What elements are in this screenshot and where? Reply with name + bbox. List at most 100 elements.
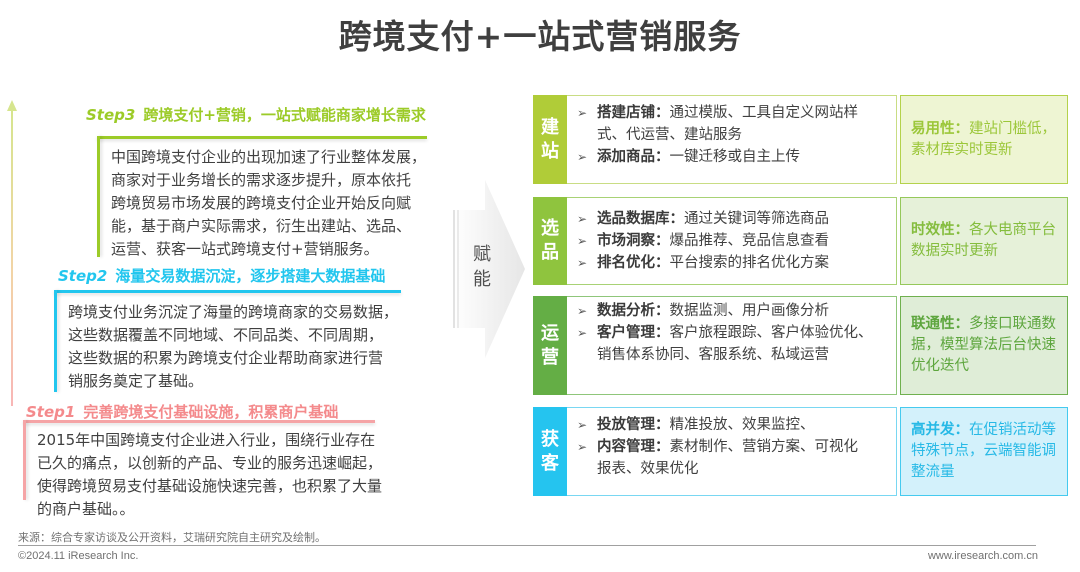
service-item: ➢ 数据分析：数据监测、用户画像分析 — [577, 300, 890, 322]
feature-box: 联通性：多接口联通数据，模型算法后台快速优化迭代 — [900, 296, 1068, 395]
feature-key: 联通性： — [911, 316, 969, 332]
step2-number: Step2 — [58, 267, 108, 285]
item-key: 内容管理： — [597, 439, 670, 455]
step1-text: 2015年中国跨境支付企业进入行业，围绕行业存在 已久的痛点，以创新的产品、专业… — [37, 420, 413, 521]
progression-arrow-icon — [7, 100, 17, 406]
arrowhead-bullet-icon: ➢ — [577, 418, 588, 432]
step2-line: 这些数据的积累为跨境支付企业帮助商家进行营 — [68, 349, 384, 367]
service-item-continuation: 销售体系协同、客服系统、私域运营 — [577, 344, 890, 366]
chevron-arrow-icon — [453, 180, 525, 358]
source-note: 来源：综合专家访谈及公开资料，艾瑞研究院自主研究及绘制。 — [18, 531, 326, 544]
category-char: 站 — [541, 140, 559, 162]
item-text: 素材制作、营销方案、可视化 — [669, 439, 859, 455]
category-char: 选 — [541, 218, 559, 239]
feature-key: 时效性： — [911, 222, 969, 238]
step2-box: 跨境支付业务沉淀了海量的跨境商家的交易数据， 这些数据覆盖不同地域、不同品类、不… — [54, 290, 414, 400]
step1-number: Step1 — [26, 403, 76, 421]
item-key: 数据分析： — [597, 303, 670, 319]
enable-label-char: 能 — [473, 269, 491, 290]
footer-divider — [18, 545, 1036, 546]
service-item: ➢ 排名优化：平台搜索的排名优化方案 — [577, 252, 890, 274]
step1-heading-text: 完善跨境支付基础设施，积累商户基础 — [83, 403, 339, 421]
feature-text: 建站门槛低，素材库实时更新 — [911, 120, 1056, 158]
enable-label: 赋 能 — [470, 242, 494, 292]
item-text: 爆品推荐、竞品信息查看 — [669, 233, 830, 249]
service-row-product-selection: 选品 ➢选品数据库：通过关键词等筛选商品 ➢市场洞察：爆品推荐、竞品信息查看 ➢… — [533, 197, 1068, 285]
category-label: 获客 — [533, 407, 567, 496]
feature-text: 各大电商平台数据实时更新 — [911, 222, 1056, 259]
arrowhead-bullet-icon: ➢ — [577, 150, 588, 164]
service-item: ➢ 市场洞察：爆品推荐、竞品信息查看 — [577, 230, 890, 252]
arrowhead-bullet-icon: ➢ — [577, 234, 588, 248]
step3-line: 中国跨境支付企业的出现加速了行业整体发展， — [111, 148, 427, 166]
item-key: 搭建店铺： — [597, 105, 670, 121]
step1-line: 使得跨境贸易支付基础设施快速完善，也积累了大量 — [37, 477, 383, 495]
step1-line: 2015年中国跨境支付企业进入行业，围绕行业存在 — [37, 431, 376, 449]
item-text: 销售体系协同、客服系统、私域运营 — [597, 347, 829, 363]
item-text: 客户旅程跟踪、客户体验优化、 — [669, 325, 873, 341]
feature-text: 在促销活动等特殊节点，云端智能调整流量 — [911, 422, 1056, 480]
page-title: 跨境支付+一站式营销服务 — [338, 17, 742, 56]
arrowhead-bullet-icon: ➢ — [577, 440, 588, 454]
service-item-continuation: 报表、效果优化 — [577, 458, 890, 480]
step3-line: 跨境贸易市场发展的跨境支付企业开始反向赋 — [111, 194, 412, 212]
step3-box: 中国跨境支付企业的出现加速了行业整体发展， 商家对于业务增长的需求逐步提升，原本… — [97, 136, 433, 266]
feature-box: 高并发：在促销活动等特殊节点，云端智能调整流量 — [900, 407, 1068, 496]
service-content: ➢搭建店铺：通过模版、工具自定义网站样 式、代运营、建站服务 ➢添加商品：一键迁… — [567, 95, 897, 184]
item-text: 数据监测、用户画像分析 — [669, 303, 830, 319]
feature-key: 高并发： — [911, 422, 969, 438]
service-row-customer-acquisition: 获客 ➢ 投放管理：精准投放、效果监控、 ➢ 内容管理：素材制作、营销方案、可视化 … — [533, 407, 1068, 496]
item-key: 市场洞察： — [597, 233, 670, 249]
copyright: ©2024.11 iResearch Inc. — [18, 550, 139, 562]
step2-line: 销服务奠定了基础。 — [68, 372, 204, 390]
feature-box: 时效性：各大电商平台数据实时更新 — [900, 197, 1068, 285]
category-char: 营 — [541, 346, 559, 368]
service-content: ➢选品数据库：通过关键词等筛选商品 ➢市场洞察：爆品推荐、竞品信息查看 ➢排名优… — [567, 197, 897, 285]
service-item: ➢ 搭建店铺：通过模版、工具自定义网站样 — [577, 102, 890, 124]
item-text: 通过模版、工具自定义网站样 — [669, 105, 859, 121]
category-char: 建 — [541, 116, 559, 138]
service-row-operations: 运营 ➢ 数据分析：数据监测、用户画像分析 ➢客户管理：客户旅程跟踪、客户体验优化… — [533, 296, 1068, 395]
step1-line: 已久的痛点，以创新的产品、专业的服务迅速崛起， — [37, 454, 383, 472]
category-char: 客 — [541, 452, 559, 474]
arrowhead-bullet-icon: ➢ — [577, 326, 588, 340]
item-text: 精准投放、效果监控、 — [669, 417, 815, 433]
service-item: ➢客户管理：客户旅程跟踪、客户体验优化、 — [577, 322, 890, 344]
step1-heading: Step1 完善跨境支付基础设施，积累商户基础 — [26, 401, 338, 422]
item-text: 平台搜索的排名优化方案 — [669, 255, 830, 271]
service-content: ➢ 投放管理：精准投放、效果监控、 ➢ 内容管理：素材制作、营销方案、可视化 报表、… — [567, 407, 897, 496]
step2-text: 跨境支付业务沉淀了海量的跨境商家的交易数据， 这些数据覆盖不同地域、不同品类、不… — [68, 290, 414, 393]
step2-line: 这些数据覆盖不同地域、不同品类、不同周期， — [68, 326, 384, 344]
step2-line: 跨境支付业务沉淀了海量的跨境商家的交易数据， — [68, 303, 399, 321]
category-label: 建站 — [533, 95, 567, 184]
service-row-site-building: 建站 ➢搭建店铺：通过模版、工具自定义网站样 式、代运营、建站服务 ➢添加商品：… — [533, 95, 1068, 184]
category-label: 选品 — [533, 197, 567, 285]
item-key: 选品数据库： — [597, 211, 684, 227]
enable-label-char: 赋 — [473, 244, 491, 265]
item-key: 排名优化： — [597, 255, 670, 271]
service-item: ➢选品数据库：通过关键词等筛选商品 — [577, 208, 890, 230]
arrowhead-bullet-icon: ➢ — [577, 256, 588, 270]
item-key: 投放管理： — [597, 417, 670, 433]
arrowhead-bullet-icon: ➢ — [577, 304, 588, 318]
category-char: 获 — [541, 428, 559, 450]
category-char: 运 — [541, 322, 559, 344]
step3-heading-text: 跨境支付+营销，一站式赋能商家增长需求 — [143, 106, 426, 124]
step2-heading-text: 海量交易数据沉淀，逐步搭建大数据基础 — [115, 267, 386, 285]
arrowhead-bullet-icon: ➢ — [577, 106, 588, 120]
enable-arrow: 赋 能 — [453, 180, 525, 358]
item-text: 报表、效果优化 — [597, 461, 699, 477]
website-link[interactable]: www.iresearch.com.cn — [927, 550, 1038, 562]
step2-heading: Step2 海量交易数据沉淀，逐步搭建大数据基础 — [58, 265, 385, 286]
step3-text: 中国跨境支付企业的出现加速了行业整体发展， 商家对于业务增长的需求逐步提升，原本… — [111, 136, 433, 261]
step3-line: 运营、获客一站式跨境支付+营销服务。 — [111, 240, 379, 258]
step1-line: 的商户基础。。 — [37, 500, 135, 518]
service-item-continuation: 式、代运营、建站服务 — [577, 124, 890, 146]
service-item: ➢ 内容管理：素材制作、营销方案、可视化 — [577, 436, 890, 458]
category-char: 品 — [541, 242, 559, 263]
item-text: 一键迁移或自主上传 — [669, 149, 801, 165]
arrowhead-bullet-icon: ➢ — [577, 212, 588, 226]
feature-key: 易用性： — [911, 120, 969, 137]
item-text: 式、代运营、建站服务 — [597, 127, 742, 143]
